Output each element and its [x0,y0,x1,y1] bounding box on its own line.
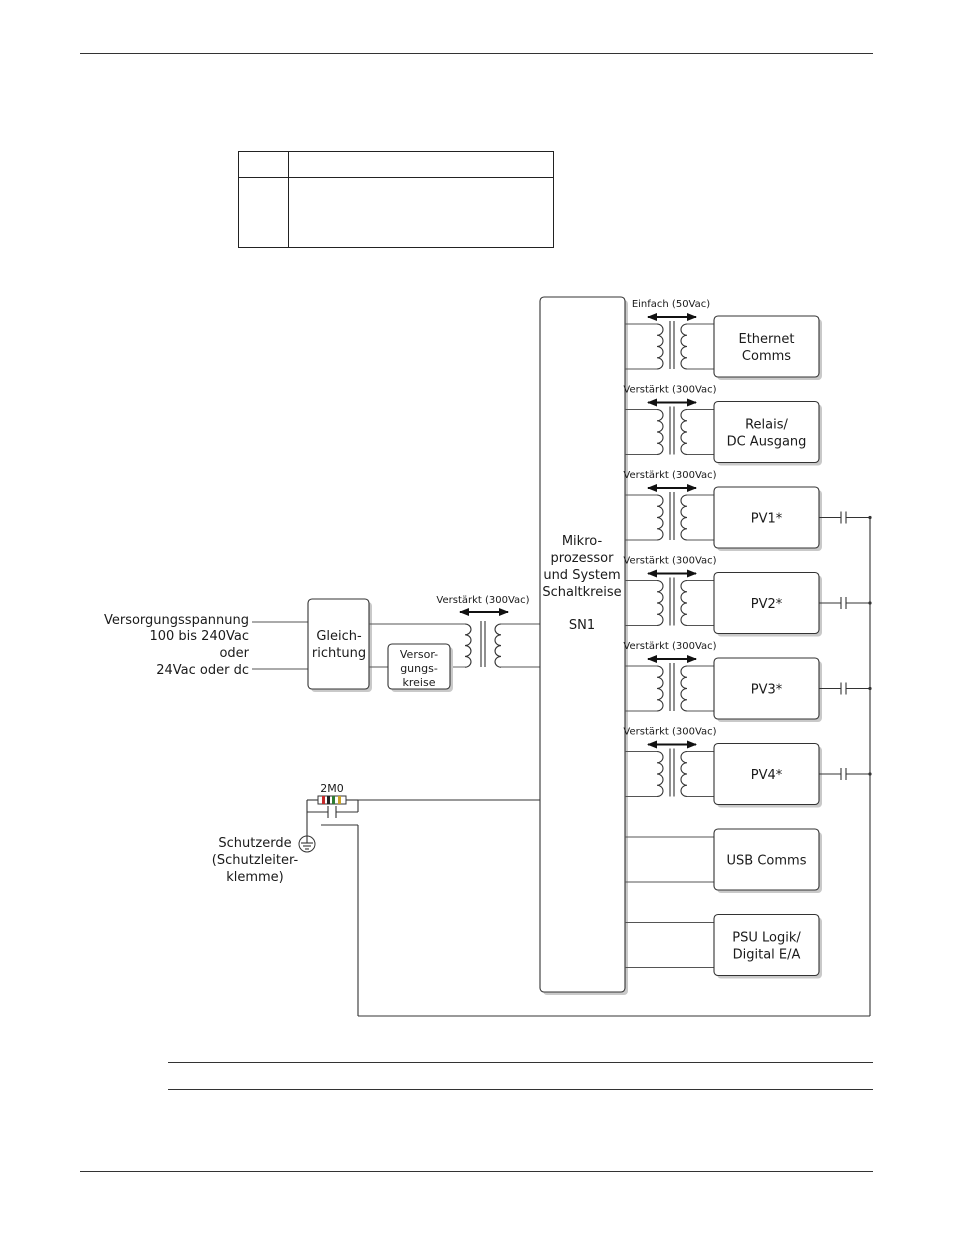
transformer-primary [656,750,664,798]
transformer-secondary [680,750,688,798]
microprocessor-label: Schaltkreise [542,585,621,600]
module-label: PV4* [751,768,783,783]
supply-circuits-label: kreise [403,676,436,689]
supply-label-line: 100 bis 240Vac [149,629,249,644]
microprocessor-label: Mikro- [562,534,603,549]
microprocessor-label: prozessor [551,551,615,566]
bus-junction [868,686,872,691]
module-label: USB Comms [727,854,807,869]
microprocessor-block [539,296,626,993]
module-box [713,400,820,464]
main-transformer-label: Verstärkt (300Vac) [436,595,529,606]
supply-circuits-block [387,643,451,690]
bus-junction [868,515,872,520]
earth-label: klemme) [226,870,284,885]
rectifier-label: Gleich- [316,629,362,644]
module-pv4: Verstärkt (300Vac) PV4* [623,727,872,808]
module-label: PSU Logik/ [732,931,801,946]
module-box [713,913,820,977]
transformer-secondary [680,323,688,370]
isolation-label: Verstärkt (300Vac) [623,727,716,738]
module-usb: USB Comms [625,828,822,893]
transformer-secondary [680,494,688,541]
module-label: Ethernet [739,332,795,347]
module-box [713,315,820,378]
earth-label: Schutzerde [218,836,291,851]
module-pv2: Verstärkt (300Vac) PV2* [623,556,872,637]
module-pv1: Verstärkt (300Vac) PV1* [623,470,872,551]
transformer-secondary [680,408,688,456]
supply-label-line: oder [219,646,249,661]
supply-label-line: Versorgungsspannung [104,613,249,628]
isolation-label: Verstärkt (300Vac) [623,641,716,652]
main-transformer-primary [464,623,472,668]
microprocessor-label: SN1 [569,618,595,633]
isolation-label: Verstärkt (300Vac) [623,470,716,481]
footer-rule [80,1171,873,1172]
header-rule [80,53,873,54]
transformer-primary [656,665,664,712]
table-column-divider [288,152,289,247]
transformer-primary [656,408,664,456]
module-label: DC Ausgang [727,435,807,450]
rectifier-block [307,598,370,690]
microprocessor-label: und System [543,568,620,583]
caption-rule-top [168,1062,873,1063]
module-psu: PSU Logik/Digital E/A [625,913,822,979]
module-label: PV2* [751,597,783,612]
module-label: PV1* [751,512,783,527]
supply-circuits-label: Versor- [400,648,438,661]
caption-rule-bottom [168,1089,873,1090]
empty-table [238,151,554,248]
supply-label-line: 24Vac oder dc [156,663,249,678]
resistor-label: 2M0 [320,782,344,795]
earth-ground-icon [298,835,316,853]
resistor-icon [317,795,347,805]
main-transformer-secondary [494,623,502,668]
module-box [713,828,820,891]
isolation-label: Einfach (50Vac) [632,299,710,310]
table-header-divider [239,177,553,178]
module-label: Relais/ [745,418,788,433]
isolation-label: Verstärkt (300Vac) [623,556,716,567]
module-label: Comms [742,349,791,364]
transformer-secondary [680,579,688,627]
transformer-primary [656,579,664,627]
module-relay: Verstärkt (300Vac) Relais/DC Ausgang [623,385,822,466]
earth-label: (Schutzleiter- [212,853,299,868]
isolation-label: Verstärkt (300Vac) [623,385,716,396]
module-pv3: Verstärkt (300Vac) PV3* [623,641,872,722]
supply-label-group: Versorgungsspannung 100 bis 240Vac oder … [104,613,250,678]
bus-junction [868,772,872,776]
bus-junction [868,601,872,605]
capacitor-icon [327,806,337,818]
transformer-primary [656,323,664,370]
module-label: Digital E/A [733,948,801,963]
transformer-secondary [680,665,688,712]
module-label: PV3* [751,683,783,698]
rectifier-label: richtung [312,646,366,661]
transformer-primary [656,494,664,541]
supply-circuits-label: gungs- [400,662,438,675]
